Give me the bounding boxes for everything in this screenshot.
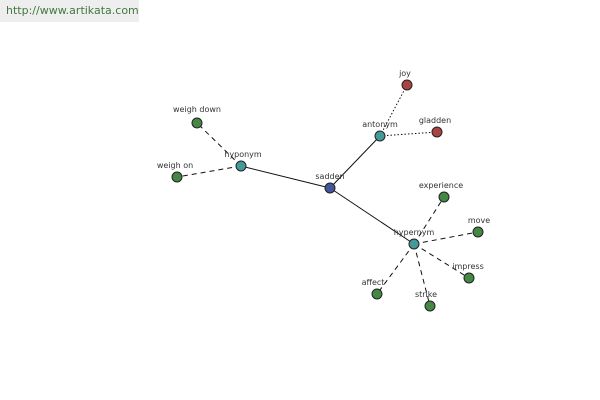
edge-antonym-joy <box>379 84 408 137</box>
node-label-move: move <box>468 216 490 225</box>
edge-hypernym-strike <box>413 243 431 307</box>
node-circle-gladden[interactable] <box>431 126 443 138</box>
node-label-gladden: gladden <box>419 116 451 125</box>
edge-sadden-hypernym <box>329 187 415 245</box>
node-affect[interactable]: affect <box>362 278 385 300</box>
node-label-impress: impress <box>452 262 483 271</box>
node-circle-antonym[interactable] <box>374 130 386 142</box>
edge-antonym-gladden <box>379 131 438 137</box>
graph-edges <box>176 84 479 307</box>
node-label-sadden: sadden <box>315 172 344 181</box>
node-strike[interactable]: strike <box>415 290 437 312</box>
node-circle-experience[interactable] <box>438 191 450 203</box>
edge-sadden-antonym <box>329 135 381 189</box>
node-label-weigh-down: weigh down <box>173 105 221 114</box>
edge-hyponym-weigh-down <box>196 122 242 167</box>
node-experience[interactable]: experience <box>419 181 463 203</box>
node-joy[interactable]: joy <box>398 69 413 91</box>
node-label-hyponym: hyponym <box>224 150 262 159</box>
node-weigh-down[interactable]: weigh down <box>173 105 221 129</box>
edge-hypernym-affect <box>376 243 415 295</box>
edge-hypernym-impress <box>413 243 470 279</box>
node-circle-joy[interactable] <box>401 79 413 91</box>
edge-hypernym-experience <box>413 196 445 245</box>
edge-hyponym-weigh-on <box>176 165 242 178</box>
node-label-hypernym: hypernym <box>394 228 435 237</box>
node-label-strike: strike <box>415 290 437 299</box>
node-circle-strike[interactable] <box>424 300 436 312</box>
node-label-weigh-on: weigh on <box>157 161 193 170</box>
node-circle-impress[interactable] <box>463 272 475 284</box>
edge-sadden-hyponym <box>240 165 331 189</box>
node-gladden[interactable]: gladden <box>419 116 451 138</box>
node-circle-hypernym[interactable] <box>408 238 420 250</box>
node-label-antonym: antonym <box>362 120 398 129</box>
node-impress[interactable]: impress <box>452 262 484 284</box>
edge-hypernym-move <box>413 231 479 245</box>
node-circle-weigh-down[interactable] <box>191 117 203 129</box>
node-circle-sadden[interactable] <box>324 182 336 194</box>
node-label-experience: experience <box>419 181 463 190</box>
node-antonym[interactable]: antonym <box>362 120 398 142</box>
graph-nodes: sadden hyponym antonym hypernym weigh down we… <box>157 69 490 312</box>
node-label-affect: affect <box>362 278 385 287</box>
node-hypernym[interactable]: hypernym <box>394 228 435 250</box>
node-move[interactable]: move <box>468 216 490 238</box>
node-label-joy: joy <box>398 69 411 78</box>
node-weigh-on[interactable]: weigh on <box>157 161 193 183</box>
node-circle-weigh-on[interactable] <box>171 171 183 183</box>
node-sadden[interactable]: sadden <box>315 172 345 194</box>
node-circle-affect[interactable] <box>371 288 383 300</box>
site-url-banner[interactable]: http://www.artikata.com <box>0 0 139 22</box>
node-hyponym[interactable]: hyponym <box>224 150 262 172</box>
node-circle-hyponym[interactable] <box>235 160 247 172</box>
node-circle-move[interactable] <box>472 226 484 238</box>
